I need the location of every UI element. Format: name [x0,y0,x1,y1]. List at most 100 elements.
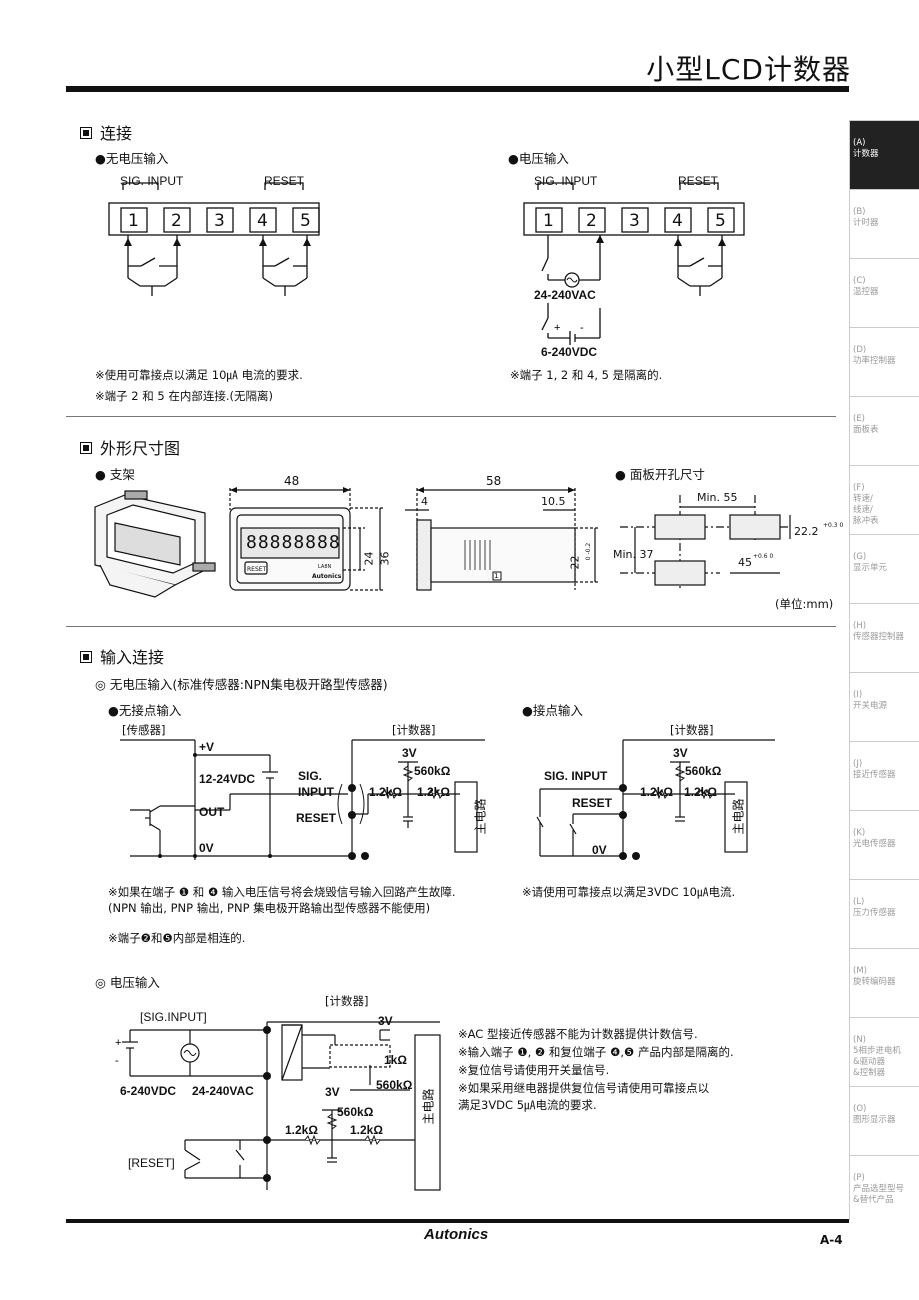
sidebar-item-panel-meter[interactable]: (E)面板表 [850,396,919,465]
terminal-5-b: 5 [715,211,726,231]
label-560k: 560kΩ [414,764,451,778]
nonvoltage-wiring-diagram [108,182,320,296]
voltage-note-5: 满足3VDC 5㎂电流的要求. [458,1098,597,1112]
label-zero-v: 0V [199,841,214,855]
section-heading-text: 连接 [100,124,133,143]
terminal-4: 4 [257,211,268,231]
voltage-reset-label: [RESET] [128,1156,175,1170]
terminal-4-b: 4 [672,211,683,231]
contact-subtitle: ●接点输入 [522,703,583,718]
front-outer-height-dim: 36 [378,551,392,566]
sidebar-item-stepper-motor[interactable]: (N)5相步进电机 &驱动器 &控制器 [850,1017,919,1086]
bracket-drawing [94,490,216,598]
label-1k2-a: 1.2kΩ [369,785,402,799]
voltage-1k2-b: 1.2kΩ [350,1123,383,1137]
cutout-width-dim: 45 [738,556,752,569]
contact-reset-label: RESET [572,796,613,810]
sensor-label: [传感器] [122,723,166,737]
contact-note-1: ※请使用可靠接点以满足3VDC 10㎂电流. [522,885,736,899]
side-panel-tol: 0 -0.2 [585,542,593,561]
cutout-height-tol: +0.3 0 [823,522,844,529]
note-voltage-1: ※端子 1, 2 和 4, 5 是隔离的. [510,368,663,382]
header-rule [66,86,849,92]
section-heading-text: 输入连接 [100,648,165,667]
sidebar-item-power-controller[interactable]: (D)功率控制器 [850,327,919,396]
voltage-ac-label: 24-240VAC [192,1084,254,1098]
section-heading-connection: 连接 [80,120,132,144]
section-heading-text: 外形尺寸图 [100,439,181,458]
note-nonvoltage-2: ※端子 2 和 5 在内部连接.(无隔离) [95,389,274,403]
terminal-1: 1 [128,211,139,231]
voltage-dc-label: 6-240VDC [120,1084,177,1098]
front-inner-height-dim: 24 [362,551,376,566]
sig-input-label: SIG. INPUT [120,174,184,188]
terminal-1-b: 1 [543,211,554,231]
sidebar-item-product-selection[interactable]: (P)产品选型型号 &替代产品 [850,1155,919,1220]
dc-voltage-label: 6-240VDC [541,345,598,359]
contact-zero-v: 0V [592,843,607,857]
page-title: 小型LCD计数器 [646,53,851,86]
page-number: A-4 [820,1233,843,1247]
voltage-1k: 1kΩ [384,1053,407,1067]
sidebar-item-counter[interactable]: (A)计数器 [850,120,919,189]
sidebar-item-proximity-sensor[interactable]: (J)接近传感器 [850,741,919,810]
main-circuit-label: 主电路 [473,798,488,835]
sidebar-item-graphic-panel[interactable]: (O)图形显示器 [850,1086,919,1155]
sidebar-item-rotary-encoder[interactable]: (M)旋转编码器 [850,948,919,1017]
solid-state-subtitle: ●无接点输入 [108,703,182,718]
contact-main-circuit: 主电路 [731,798,746,835]
voltage-subtitle: ●电压输入 [508,151,569,166]
contact-1k2-a: 1.2kΩ [640,785,673,799]
label-plus-v: +V [199,740,215,754]
reset-label-2: RESET [678,174,719,188]
terminal-3: 3 [214,211,225,231]
square-bullet-icon [80,127,92,139]
cutout-label: ● 面板开孔尺寸 [615,467,705,482]
side-panel-dim: 22 [568,555,582,570]
sidebar-item-temp-controller[interactable]: (C)温控器 [850,258,919,327]
sidebar-item-display-unit[interactable]: (G)显示单元 [850,534,919,603]
label-out: OUT [199,805,225,819]
sidebar-item-power-supply[interactable]: (I)开关电源 [850,672,919,741]
side-front-dim: 4 [421,495,428,508]
contact-sig-label: SIG. INPUT [544,769,608,783]
label-1k2-b: 1.2kΩ [417,785,450,799]
label-vdc: 12-24VDC [199,772,256,786]
voltage-input-schematic: +- [115,1021,441,1191]
terminal-2-b: 2 [586,211,597,231]
voltage-1k2-a: 1.2kΩ [285,1123,318,1137]
label-3v: 3V [402,746,417,760]
side-depth-dim: 58 [486,474,502,488]
cutout-width-tol: +0.6 0 [753,553,774,560]
label-reset: RESET [296,811,337,825]
voltage-counter-label: [计数器] [325,994,369,1008]
svg-text:-: - [580,322,584,334]
sidebar-item-photoelectric-sensor[interactable]: (K)光电传感器 [850,810,919,879]
contact-560k: 560kΩ [685,764,722,778]
front-width-dim: 48 [284,474,300,488]
unit-label: (单位:mm) [775,597,834,611]
bracket-label: ● 支架 [95,467,135,482]
front-model-label: LA8N [318,564,332,570]
sidebar-item-timer[interactable]: (B)计时器 [850,189,919,258]
note-nonvoltage-1: ※使用可靠接点以满足 10㎂ 电流的要求. [95,368,303,382]
contact-schematic [536,739,775,860]
svg-text:+: + [115,1037,121,1049]
sig-input-label-2: SIG. INPUT [534,174,598,188]
voltage-wiring-diagram: +- [523,182,745,345]
side-view-drawing [405,487,600,591]
voltage-note-1: ※AC 型接近传感器不能为计数器提供计数信号. [458,1027,698,1041]
front-view-drawing [229,487,385,591]
voltage-3v-b: 3V [325,1085,340,1099]
section-heading-input: 输入连接 [80,644,164,668]
sidebar-item-tachometer[interactable]: (F)转速/ 线速/ 脉冲表 [850,465,919,534]
voltage-sig-label: [SIG.INPUT] [140,1010,207,1024]
sidebar-item-pressure-sensor[interactable]: (L)压力传感器 [850,879,919,948]
ac-voltage-label: 24-240VAC [534,288,596,302]
cutout-min-height: Min. 37 [613,548,654,561]
terminal-3-b: 3 [629,211,640,231]
section-heading-dimensions: 外形尺寸图 [80,435,180,459]
solid-state-schematic [120,739,485,860]
sidebar-item-sensor-controller[interactable]: (H)传感器控制器 [850,603,919,672]
label-sig: SIG. [298,769,323,783]
